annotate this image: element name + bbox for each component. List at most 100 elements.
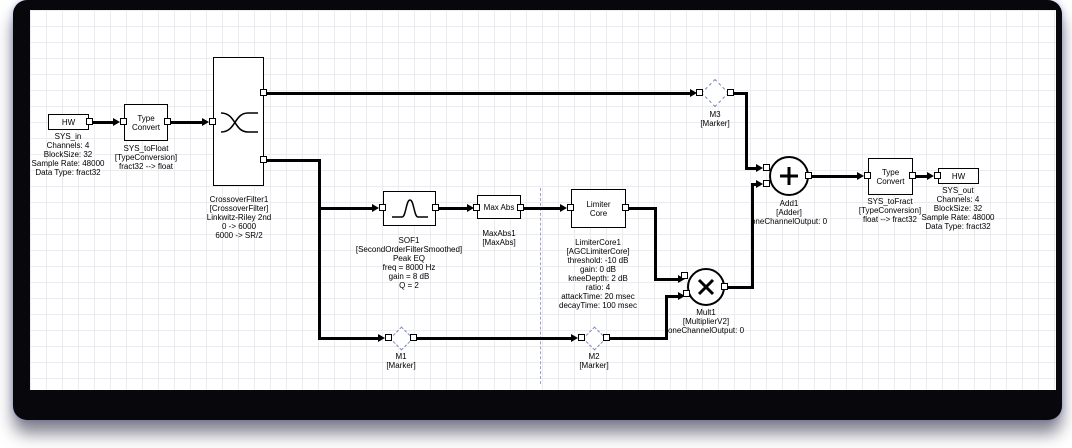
wire-mult-up-add[interactable] xyxy=(751,183,754,289)
port-add1-output[interactable] xyxy=(805,172,812,179)
port-maxabs-output[interactable] xyxy=(517,204,524,211)
block-detail: decayTime: 100 msec xyxy=(559,301,637,310)
block-crossoverfilter1[interactable] xyxy=(213,57,264,186)
port-sof1-input[interactable] xyxy=(379,204,386,211)
block-detail: BlockSize: 32 xyxy=(43,150,93,159)
wire-sof1-maxabs[interactable] xyxy=(436,207,469,210)
block-limitercore1[interactable]: Limiter Core xyxy=(571,189,626,228)
port-m1-output[interactable] xyxy=(410,334,417,341)
wire-branch-sof1[interactable] xyxy=(318,207,374,210)
label-limitercore1: LimiterCore1 [AGCLimiterCore] threshold:… xyxy=(559,238,637,310)
wire-corner-add-upper[interactable] xyxy=(745,167,758,170)
block-sys-tofloat[interactable]: Type Convert xyxy=(124,104,168,141)
block-detail: Channels: 4 xyxy=(936,195,980,204)
wire-m2-corner[interactable] xyxy=(610,337,668,340)
limiter-block-title: Limiter Core xyxy=(586,199,611,218)
wire-mult-corner[interactable] xyxy=(725,286,754,289)
wire-typeconvert-sysout[interactable] xyxy=(913,175,929,178)
block-detail: threshold: -10 dB xyxy=(567,256,629,265)
arrowhead-icon xyxy=(678,275,685,283)
block-class-name: [AGCLimiterCore] xyxy=(566,247,630,256)
port-add1-input-lower[interactable] xyxy=(763,180,770,187)
port-limiter-input[interactable] xyxy=(567,204,574,211)
block-sys-out[interactable]: HW xyxy=(938,168,979,184)
wire-corner-mult-upper[interactable] xyxy=(654,278,680,281)
block-detail: float --> fract32 xyxy=(862,215,918,224)
block-detail: ratio: 4 xyxy=(585,283,611,292)
port-crossover-output-high[interactable] xyxy=(260,89,267,96)
port-limiter-output[interactable] xyxy=(622,204,629,211)
wire-crossover-low-out[interactable] xyxy=(264,159,321,162)
peak-eq-curve-icon xyxy=(391,198,428,218)
label-m1: M1 [Marker] xyxy=(386,352,415,370)
label-sys-tofloat: SYS_toFloat [TypeConversion] fract32 -->… xyxy=(115,144,177,171)
arrowhead-icon xyxy=(571,334,578,342)
block-detail: 0 -> 6000 xyxy=(221,222,257,231)
port-crossover-input[interactable] xyxy=(209,118,216,125)
wire-m3-corner[interactable] xyxy=(733,92,748,95)
wire-limiter-down[interactable] xyxy=(654,207,657,281)
wire-maxabs-limiter[interactable] xyxy=(521,207,562,210)
port-m2-input[interactable] xyxy=(578,334,585,341)
block-mult1[interactable] xyxy=(687,268,725,306)
wire-add-typeconvert[interactable] xyxy=(809,175,859,178)
port-m3-input[interactable] xyxy=(696,89,703,96)
crossover-curves-icon xyxy=(220,111,258,133)
block-class-name: [TypeConversion] xyxy=(114,153,178,162)
block-detail: kneeDepth: 2 dB xyxy=(568,274,628,283)
block-instance-name: CrossoverFilter1 xyxy=(209,195,269,204)
block-class-name: [MultiplierV2] xyxy=(682,317,730,326)
block-instance-name: MaxAbs1 xyxy=(482,229,516,238)
port-sys-tofloat-output[interactable] xyxy=(164,118,171,125)
port-sys-tofract-output[interactable] xyxy=(909,172,916,179)
block-detail: Channels: 4 xyxy=(46,141,90,150)
port-m1-input[interactable] xyxy=(385,334,392,341)
wire-bus-up-mult[interactable] xyxy=(665,295,668,340)
port-maxabs-input[interactable] xyxy=(473,204,480,211)
port-mult1-input-lower[interactable] xyxy=(683,290,690,297)
port-sys-tofract-input[interactable] xyxy=(864,172,871,179)
block-detail: Sample Rate: 48000 xyxy=(31,159,105,168)
wire-sysin-typeconvert[interactable] xyxy=(89,121,117,124)
block-maxabs1[interactable]: Max Abs xyxy=(477,195,521,219)
wire-m1-m2[interactable] xyxy=(417,337,573,340)
block-detail: gain: 0 dB xyxy=(579,265,617,274)
wire-typeconvert-crossover[interactable] xyxy=(168,121,204,124)
port-m2-output[interactable] xyxy=(603,334,610,341)
port-crossover-output-low[interactable] xyxy=(260,156,267,163)
block-sys-tofract[interactable]: Type Convert xyxy=(868,158,913,195)
wire-corner-add-lower[interactable] xyxy=(751,183,758,186)
port-m3-output[interactable] xyxy=(727,89,734,96)
multiply-icon xyxy=(697,278,715,296)
block-instance-name: M3 xyxy=(709,110,721,119)
arrowhead-icon xyxy=(690,89,697,97)
block-detail: Peak EQ xyxy=(392,254,425,263)
port-sys-tofloat-input[interactable] xyxy=(120,118,127,125)
wire-corner-mult-lower[interactable] xyxy=(665,295,680,298)
port-add1-input-upper[interactable] xyxy=(763,164,770,171)
port-mult1-input-upper[interactable] xyxy=(681,272,688,279)
block-sof1[interactable] xyxy=(383,191,436,226)
label-mult1: Mult1 [MultiplierV2] oneChannelOutput: 0 xyxy=(668,308,744,335)
block-detail: Data Type: fract32 xyxy=(35,168,101,177)
design-canvas[interactable] xyxy=(30,10,1056,390)
marker-m3[interactable] xyxy=(700,78,730,108)
block-detail: fract32 --> float xyxy=(118,162,174,171)
port-sys-in-output[interactable] xyxy=(86,118,93,125)
block-detail: oneChannelOutput: 0 xyxy=(667,326,745,335)
label-sys-tofract: SYS_toFract [TypeConversion] float --> f… xyxy=(859,197,921,224)
wire-crossover-m3[interactable] xyxy=(264,92,692,95)
label-add1: Add1 [Adder] oneChannelOutput: 0 xyxy=(751,199,827,226)
wire-corner-down-add[interactable] xyxy=(745,92,748,170)
block-detail: Data Type: fract32 xyxy=(925,222,991,231)
block-instance-name: Mult1 xyxy=(696,308,716,317)
wire-low-down-bus[interactable] xyxy=(318,159,321,340)
wire-bus-m1[interactable] xyxy=(318,337,380,340)
block-sys-in[interactable]: HW xyxy=(48,114,89,130)
port-sof1-output[interactable] xyxy=(432,204,439,211)
port-sys-out-input[interactable] xyxy=(934,172,941,179)
port-mult1-output[interactable] xyxy=(721,283,728,290)
block-add1[interactable] xyxy=(769,156,809,196)
wire-limiter-corner[interactable] xyxy=(626,207,657,210)
